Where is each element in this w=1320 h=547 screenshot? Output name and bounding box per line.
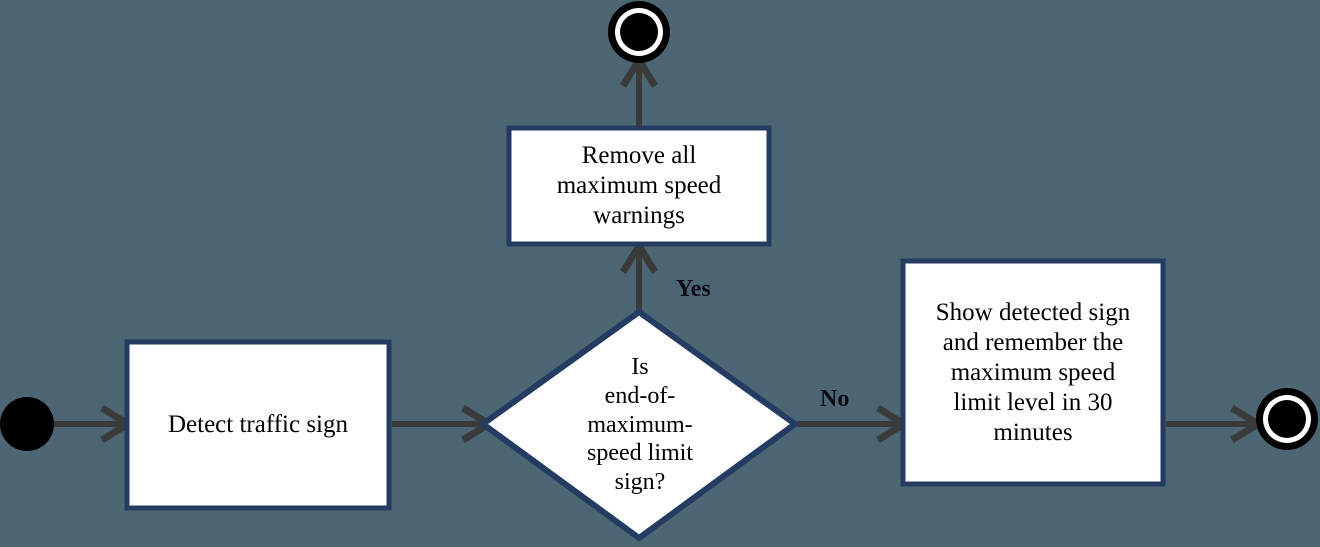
edge-remove-to-end-top — [620, 53, 658, 126]
end-node-right[interactable] — [1256, 388, 1318, 450]
end-node-top[interactable] — [608, 1, 670, 63]
edge-decision-to-remove — [620, 239, 658, 312]
edge-label-no: No — [820, 386, 850, 412]
edge-show-to-end-right — [1166, 405, 1265, 443]
start-node[interactable] — [0, 397, 54, 451]
decision-node-end-of-max-speed-sign[interactable] — [477, 308, 801, 542]
process-node-show-detected-sign[interactable] — [900, 258, 1166, 487]
process-node-remove-warnings[interactable] — [506, 125, 772, 247]
process-node-detect-traffic-sign[interactable] — [124, 339, 392, 511]
edge-detect-to-decision — [392, 405, 496, 443]
edge-decision-to-show — [797, 405, 911, 443]
edge-start-to-detect — [48, 405, 135, 443]
edge-label-yes: Yes — [676, 276, 711, 302]
